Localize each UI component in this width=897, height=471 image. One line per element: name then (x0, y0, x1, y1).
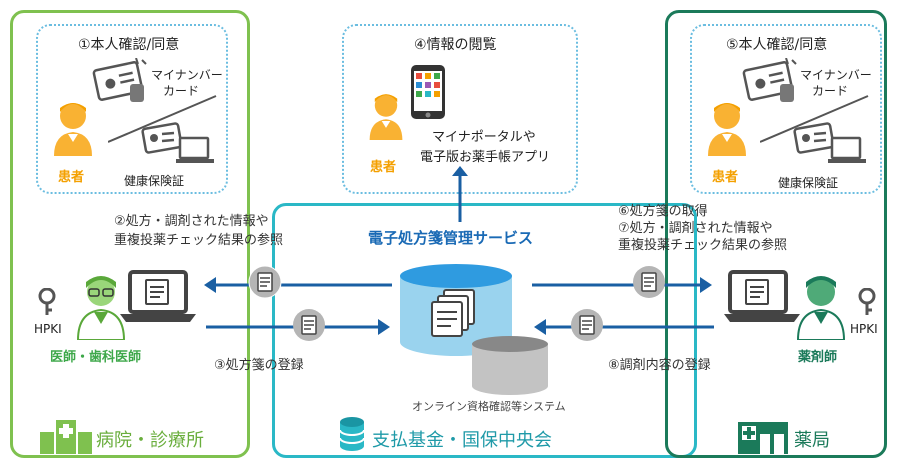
pharmacist-icon (796, 276, 846, 340)
insurance-card-icon (793, 122, 866, 163)
app-text-line-2: 電子版お薬手帳アプリ (420, 150, 551, 165)
mynumber-card-label-1: マイナンバー (151, 68, 223, 82)
doctor-icon (76, 276, 126, 340)
mynumber-card-icon (742, 58, 797, 102)
document-icon (571, 309, 603, 341)
app-text-line-1: マイナポータルや (432, 130, 536, 145)
patient-label-right: 患者 (712, 170, 739, 185)
pharmacy-region-label: 薬局 (794, 430, 830, 451)
divider-line (760, 95, 869, 143)
insurance-card-label-right: 健康保険証 (778, 176, 839, 190)
service-title: 電子処方箋管理サービス (368, 229, 534, 247)
arrow-from-pharmacy (534, 319, 714, 335)
arrow-up (452, 166, 468, 222)
step2-line-2: 重複投薬チェック結果の参照 (114, 233, 284, 248)
document-icon (248, 265, 282, 299)
laptop-icon (724, 270, 800, 322)
key-icon (858, 288, 876, 315)
patient-icon (369, 94, 403, 140)
patient-icon (54, 103, 92, 156)
insurance-card-label-left: 健康保険証 (124, 174, 185, 188)
key-icon (38, 288, 56, 315)
mynumber-card-label-1-right: マイナンバー (800, 68, 872, 82)
step7-line-2: 重複投薬チェック結果の参照 (618, 238, 788, 253)
patient-icon (708, 103, 746, 156)
smartphone-icon (411, 65, 445, 119)
arrow-to-doctor (204, 277, 392, 293)
database-icon (400, 264, 512, 356)
step3-label: ③処方箋の登録 (214, 358, 304, 373)
pharmacy-icon (738, 422, 788, 454)
hpki-label-right: HPKI (850, 322, 878, 336)
patient-label-center: 患者 (370, 160, 397, 175)
patient-label-left: 患者 (58, 170, 85, 185)
online-system-label: オンライン資格確認等システム (412, 400, 566, 413)
pharmacy-region (665, 10, 887, 458)
step8-label: ⑧調剤内容の登録 (608, 358, 711, 373)
fund-database-icon (339, 417, 365, 451)
doctor-label: 医師・歯科医師 (50, 350, 142, 365)
fund-region-label: 支払基金・国保中央会 (372, 430, 552, 451)
arrow-to-pharmacy (532, 277, 712, 293)
insurance-card-icon (141, 122, 214, 163)
hpki-label-left: HPKI (34, 322, 62, 336)
hospital-region-label: 病院・診療所 (96, 430, 204, 451)
mynumber-card-label-2: カード (163, 84, 200, 98)
left-consent-title: ①本人確認/同意 (78, 37, 180, 53)
mynumber-card-icon (92, 58, 147, 102)
fund-region (272, 203, 697, 458)
view-title: ④情報の閲覧 (414, 37, 497, 53)
document-icon (633, 266, 665, 298)
online-system-database-icon (472, 336, 548, 395)
step6-label: ⑥処方箋の取得 (618, 204, 708, 219)
laptop-icon (120, 270, 196, 322)
hospital-icon (40, 420, 92, 454)
document-icon (293, 309, 325, 341)
divider-line (108, 95, 217, 143)
arrow-from-doctor (206, 319, 390, 335)
right-consent-title: ⑤本人確認/同意 (726, 37, 828, 53)
pharmacist-label: 薬剤師 (798, 350, 838, 365)
step2-line-1: ②処方・調剤された情報や (114, 214, 269, 229)
step7-line-1: ⑦処方・調剤された情報や (618, 221, 773, 236)
mynumber-card-label-2-right: カード (812, 84, 849, 98)
hospital-region (10, 10, 250, 458)
